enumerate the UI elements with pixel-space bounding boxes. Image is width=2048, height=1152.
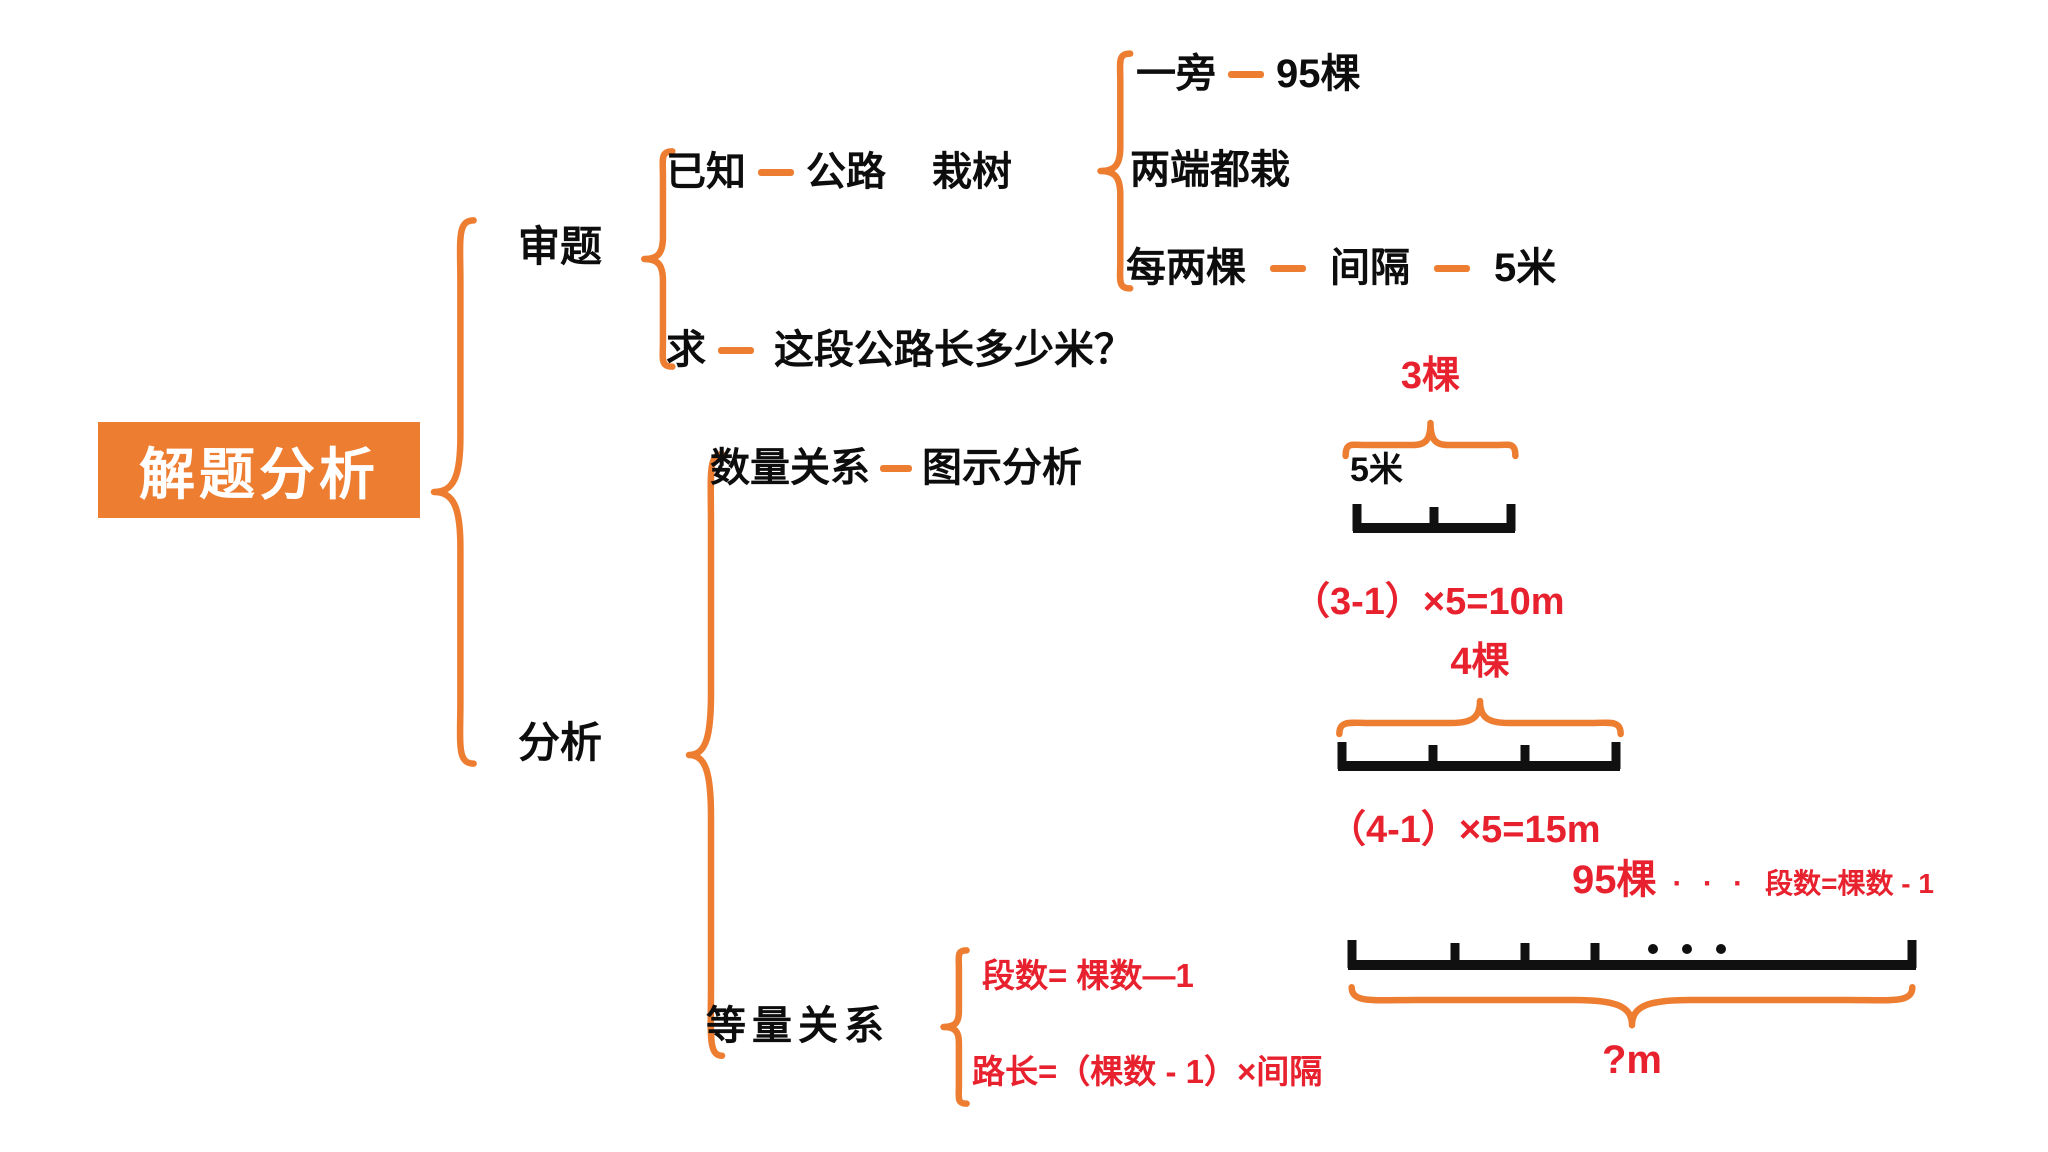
node-analysis: 分析 (518, 719, 603, 766)
d2-formula-text: （4-1）×5=15m (1328, 809, 1601, 851)
both-ends-label: 两端都栽 (1130, 148, 1290, 192)
quantity-relation-label: 数量关系 (710, 446, 870, 490)
connector-dash-icon (1434, 264, 1470, 272)
eq-segments-text: 段数= 棵数—1 (982, 957, 1194, 994)
connector-dash-icon (1270, 264, 1306, 272)
d2-trees-label: 4棵 (1450, 641, 1510, 683)
side-row: 一旁 95棵 (1136, 52, 1361, 96)
node-review-question: 审题 (518, 223, 603, 270)
equivalence-relation-label: 等量关系 (706, 1002, 890, 1049)
d1-trees-label: 3棵 (1400, 355, 1461, 397)
connector-dash-icon (880, 464, 912, 472)
every-two-label: 每两棵 (1126, 246, 1246, 290)
connector-dash-icon (1228, 70, 1264, 78)
d2-segment-ruler (1337, 742, 1621, 771)
review-children-brace (640, 148, 674, 370)
trees-95-label: 95棵 (1276, 52, 1361, 96)
d1-segment-ruler (1352, 504, 1516, 533)
d1-over-brace (1343, 418, 1518, 458)
d1-formula-text: （3-1）×5=10m (1292, 581, 1565, 623)
five-meters-label: 5米 (1494, 246, 1557, 290)
d3-ellipsis: · · · (1672, 867, 1750, 900)
one-side-label: 一旁 (1136, 52, 1216, 96)
known-row: 已知 公路 栽树 (666, 150, 1012, 194)
quantity-row: 数量关系 图示分析 (710, 446, 1082, 490)
d3-under-brace (1343, 985, 1921, 1031)
root-brace (428, 212, 476, 772)
d3-segment-ruler (1347, 940, 1917, 970)
diagram-analysis-label: 图示分析 (922, 446, 1082, 490)
title-box: 解题分析 (98, 422, 420, 518)
interval-label: 间隔 (1330, 246, 1410, 290)
find-row: 求 这段公路长多少米？ (666, 328, 1134, 372)
d2-over-brace (1335, 696, 1625, 736)
every-two-row: 每两棵 间隔 5米 (1126, 246, 1556, 290)
d3-header-row: 95棵 · · · 段数=棵数 - 1 (1572, 858, 1934, 902)
analysis-children-brace (684, 445, 724, 1065)
d3-note-label: 段数=棵数 - 1 (1765, 868, 1934, 899)
connector-dash-icon (758, 168, 794, 176)
plant-trees-label: 栽树 (932, 150, 1012, 194)
find-label: 求 (666, 328, 706, 372)
page-title: 解题分析 (139, 441, 379, 508)
d1-interval-label: 5米 (1350, 451, 1403, 489)
eq-length-text: 路长=（棵数 - 1）×间隔 (972, 1053, 1323, 1090)
d3-length-label: ?m (1602, 1038, 1662, 1082)
known-label: 已知 (666, 150, 746, 194)
road-label: 公路 (806, 150, 886, 194)
connector-dash-icon (718, 346, 754, 354)
equivalence-brace (940, 948, 968, 1106)
plant-children-brace (1096, 50, 1132, 292)
d3-trees-label: 95棵 (1572, 858, 1657, 902)
question-label: 这段公路长多少米？ (774, 328, 1134, 372)
